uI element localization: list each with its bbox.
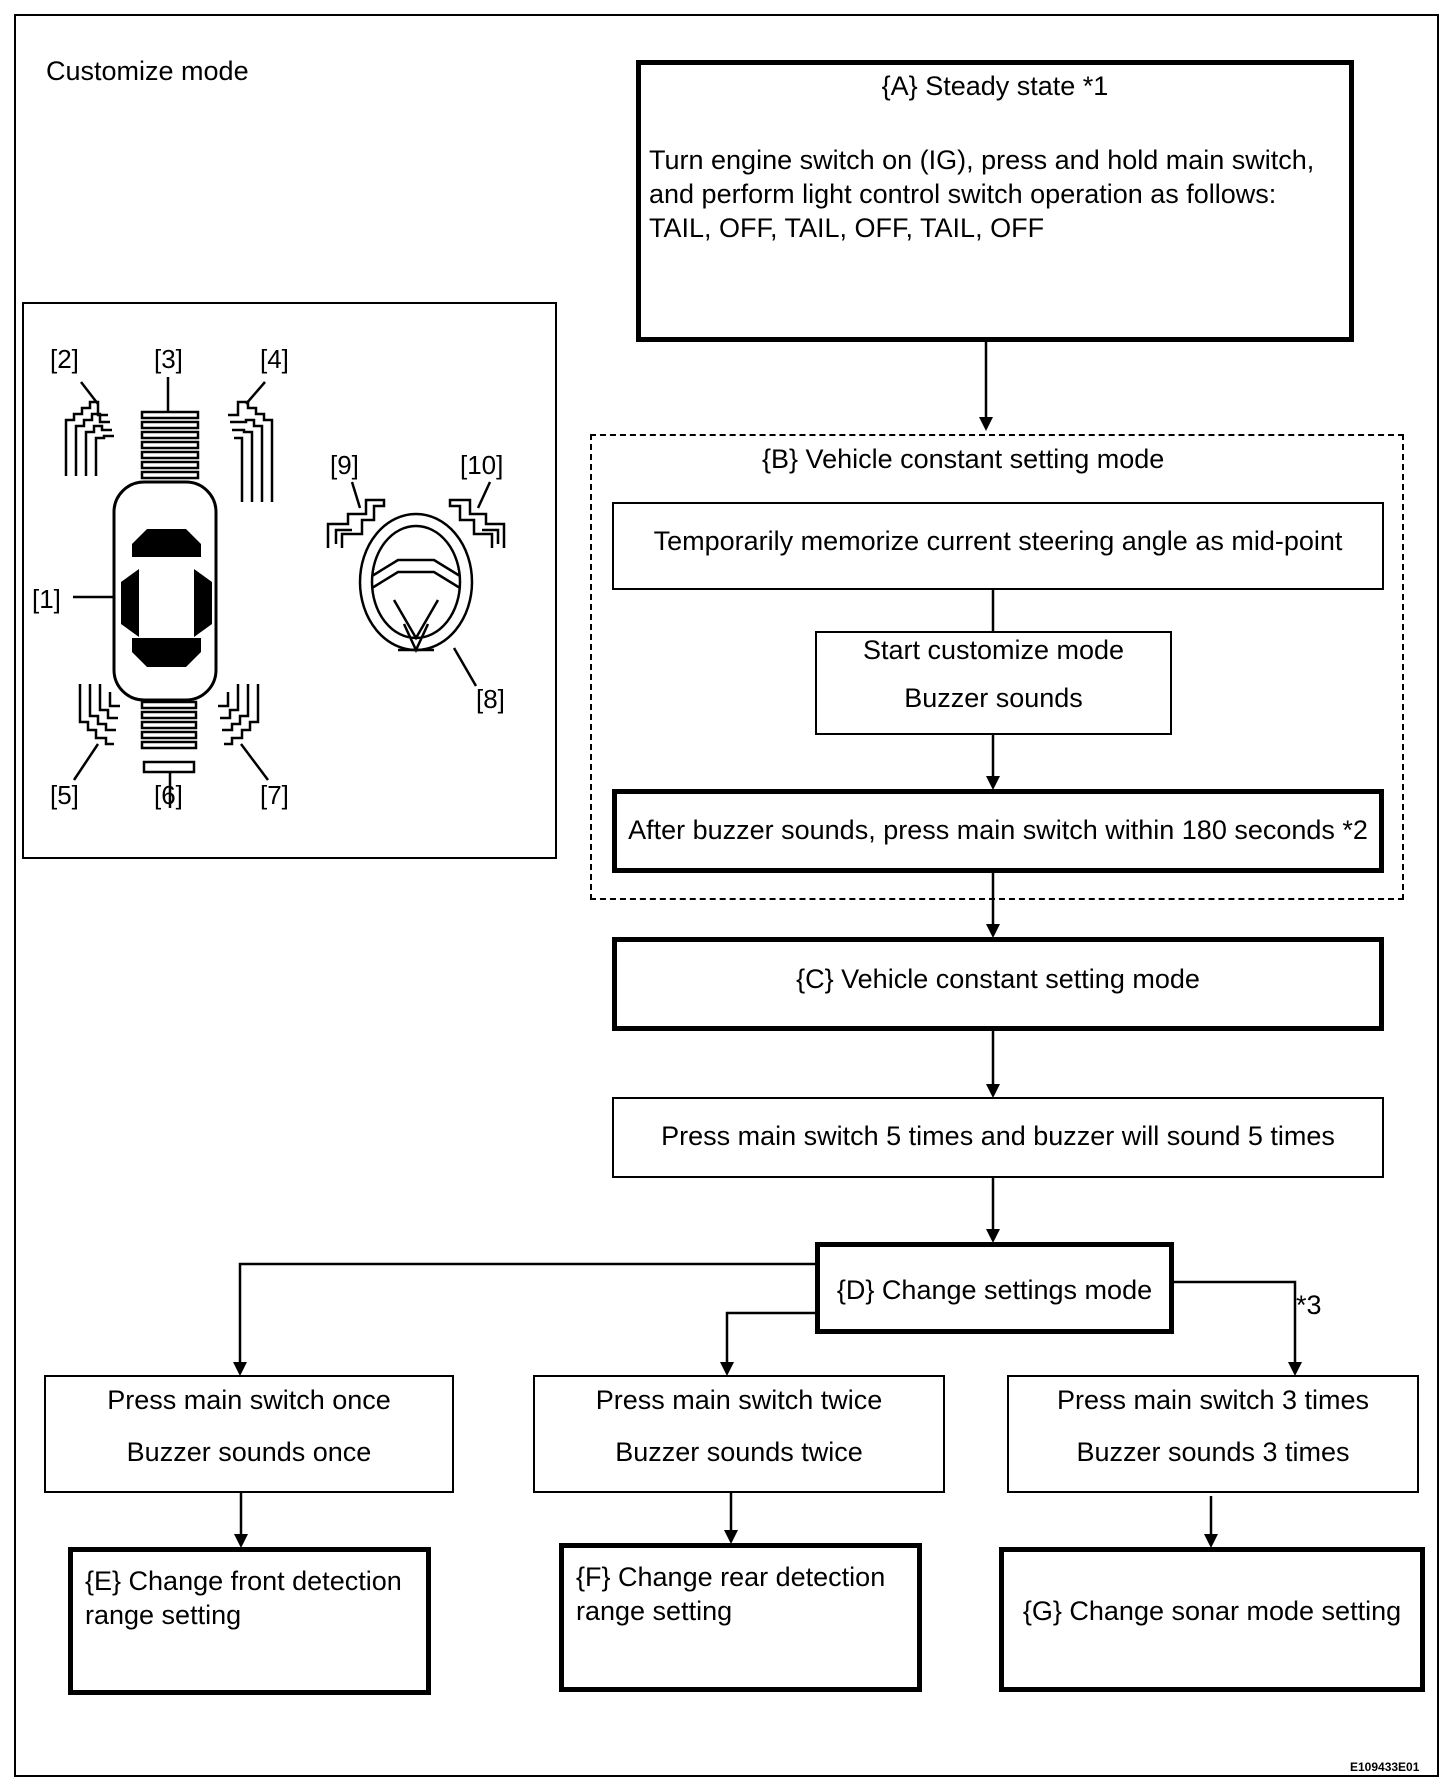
steering-wheel-icon xyxy=(358,512,474,653)
press-five-times-box: Press main switch 5 times and buzzer wil… xyxy=(612,1097,1384,1178)
step-b-title: {B} Vehicle constant setting mode xyxy=(762,444,1165,474)
step-b2-line-1: Start customize mode xyxy=(862,635,1125,665)
figure-code: E109433E01 xyxy=(1350,1760,1420,1774)
step-g-box: {G} Change sonar mode setting xyxy=(999,1547,1425,1692)
diagram-label-5: [5] xyxy=(50,780,79,810)
step-b1-box: Temporarily memorize current steering an… xyxy=(612,502,1384,590)
step-f-line-1: {F} Change rear detection xyxy=(576,1562,886,1592)
step-b3-text: After buzzer sounds, press main switch w… xyxy=(628,815,1368,845)
arrow-d-to-option1 xyxy=(233,1262,815,1376)
diagram-label-9: [9] xyxy=(330,450,359,480)
step-b3-box: After buzzer sounds, press main switch w… xyxy=(612,789,1384,873)
figure-frame xyxy=(14,14,1439,1777)
option-three-times-line-1: Press main switch 3 times xyxy=(1056,1385,1370,1415)
step-e-line-2: range setting xyxy=(85,1600,242,1630)
rear-sensor-arcs xyxy=(78,684,260,774)
step-a-box: {A} Steady state *1 Turn engine switch o… xyxy=(636,60,1354,342)
step-a-line-3: TAIL, OFF, TAIL, OFF, TAIL, OFF xyxy=(649,213,1045,243)
arrow-d-to-option2 xyxy=(720,1311,815,1376)
option-twice-line-1: Press main switch twice xyxy=(595,1385,883,1415)
step-b-group: {B} Vehicle constant setting mode xyxy=(590,434,1404,900)
diagram-label-1: [1] xyxy=(32,584,61,614)
page-title: Customize mode xyxy=(46,56,249,86)
step-e-line-1: {E} Change front detection xyxy=(85,1566,402,1596)
option-once-box: Press main switch once Buzzer sounds onc… xyxy=(44,1375,454,1493)
step-a-line-1: Turn engine switch on (IG), press and ho… xyxy=(649,145,1315,175)
step-b2-box: Start customize mode Buzzer sounds xyxy=(815,631,1172,735)
option-once-line-1: Press main switch once xyxy=(107,1385,391,1415)
car-body-outline xyxy=(112,480,218,702)
vehicle-diagram xyxy=(64,377,506,808)
step-c-title: {C} Vehicle constant setting mode xyxy=(796,964,1200,994)
option-twice-box: Press main switch twice Buzzer sounds tw… xyxy=(533,1375,945,1493)
illustration-panel: [2] [3] [4] [1] [5] [6] [7] [8] [9] [10] xyxy=(22,302,557,859)
diagram-label-8: [8] xyxy=(476,684,505,714)
label-leader-lines xyxy=(72,377,492,808)
option-twice-line-2: Buzzer sounds twice xyxy=(615,1437,863,1467)
diagram-label-3: [3] xyxy=(154,344,183,374)
step-f-box: {F} Change rear detection range setting xyxy=(559,1543,922,1692)
arrow-d-to-option3 xyxy=(1174,1280,1302,1376)
step-e-box: {E} Change front detection range setting xyxy=(68,1547,431,1695)
step-d-title: {D} Change settings mode xyxy=(836,1275,1153,1305)
step-b1-text: Temporarily memorize current steering an… xyxy=(653,526,1343,556)
car-roof-pattern xyxy=(121,529,212,667)
step-b2-line-2: Buzzer sounds xyxy=(904,683,1083,713)
step-a-line-2: and perform light control switch operati… xyxy=(649,179,1277,209)
diagram-label-2: [2] xyxy=(50,344,79,374)
diagram-label-10: [10] xyxy=(460,450,504,480)
option-three-times-line-2: Buzzer sounds 3 times xyxy=(1076,1437,1350,1467)
diagram-label-6: [6] xyxy=(154,780,183,810)
front-sensor-arcs xyxy=(64,400,274,502)
diagram-label-4: [4] xyxy=(260,344,289,374)
step-g-title: {G} Change sonar mode setting xyxy=(1022,1596,1402,1626)
option-three-times-box: Press main switch 3 times Buzzer sounds … xyxy=(1007,1375,1419,1493)
step-d-note: *3 xyxy=(1296,1290,1322,1320)
step-f-line-2: range setting xyxy=(576,1596,733,1626)
option-once-line-2: Buzzer sounds once xyxy=(126,1437,372,1467)
diagram-label-7: [7] xyxy=(260,780,289,810)
step-c-box: {C} Vehicle constant setting mode xyxy=(612,937,1384,1031)
steering-switch-icons xyxy=(326,498,506,548)
step-a-title: {A} Steady state *1 xyxy=(881,71,1109,101)
step-d-box: {D} Change settings mode xyxy=(815,1242,1174,1334)
press-five-times-text: Press main switch 5 times and buzzer wil… xyxy=(661,1121,1335,1151)
